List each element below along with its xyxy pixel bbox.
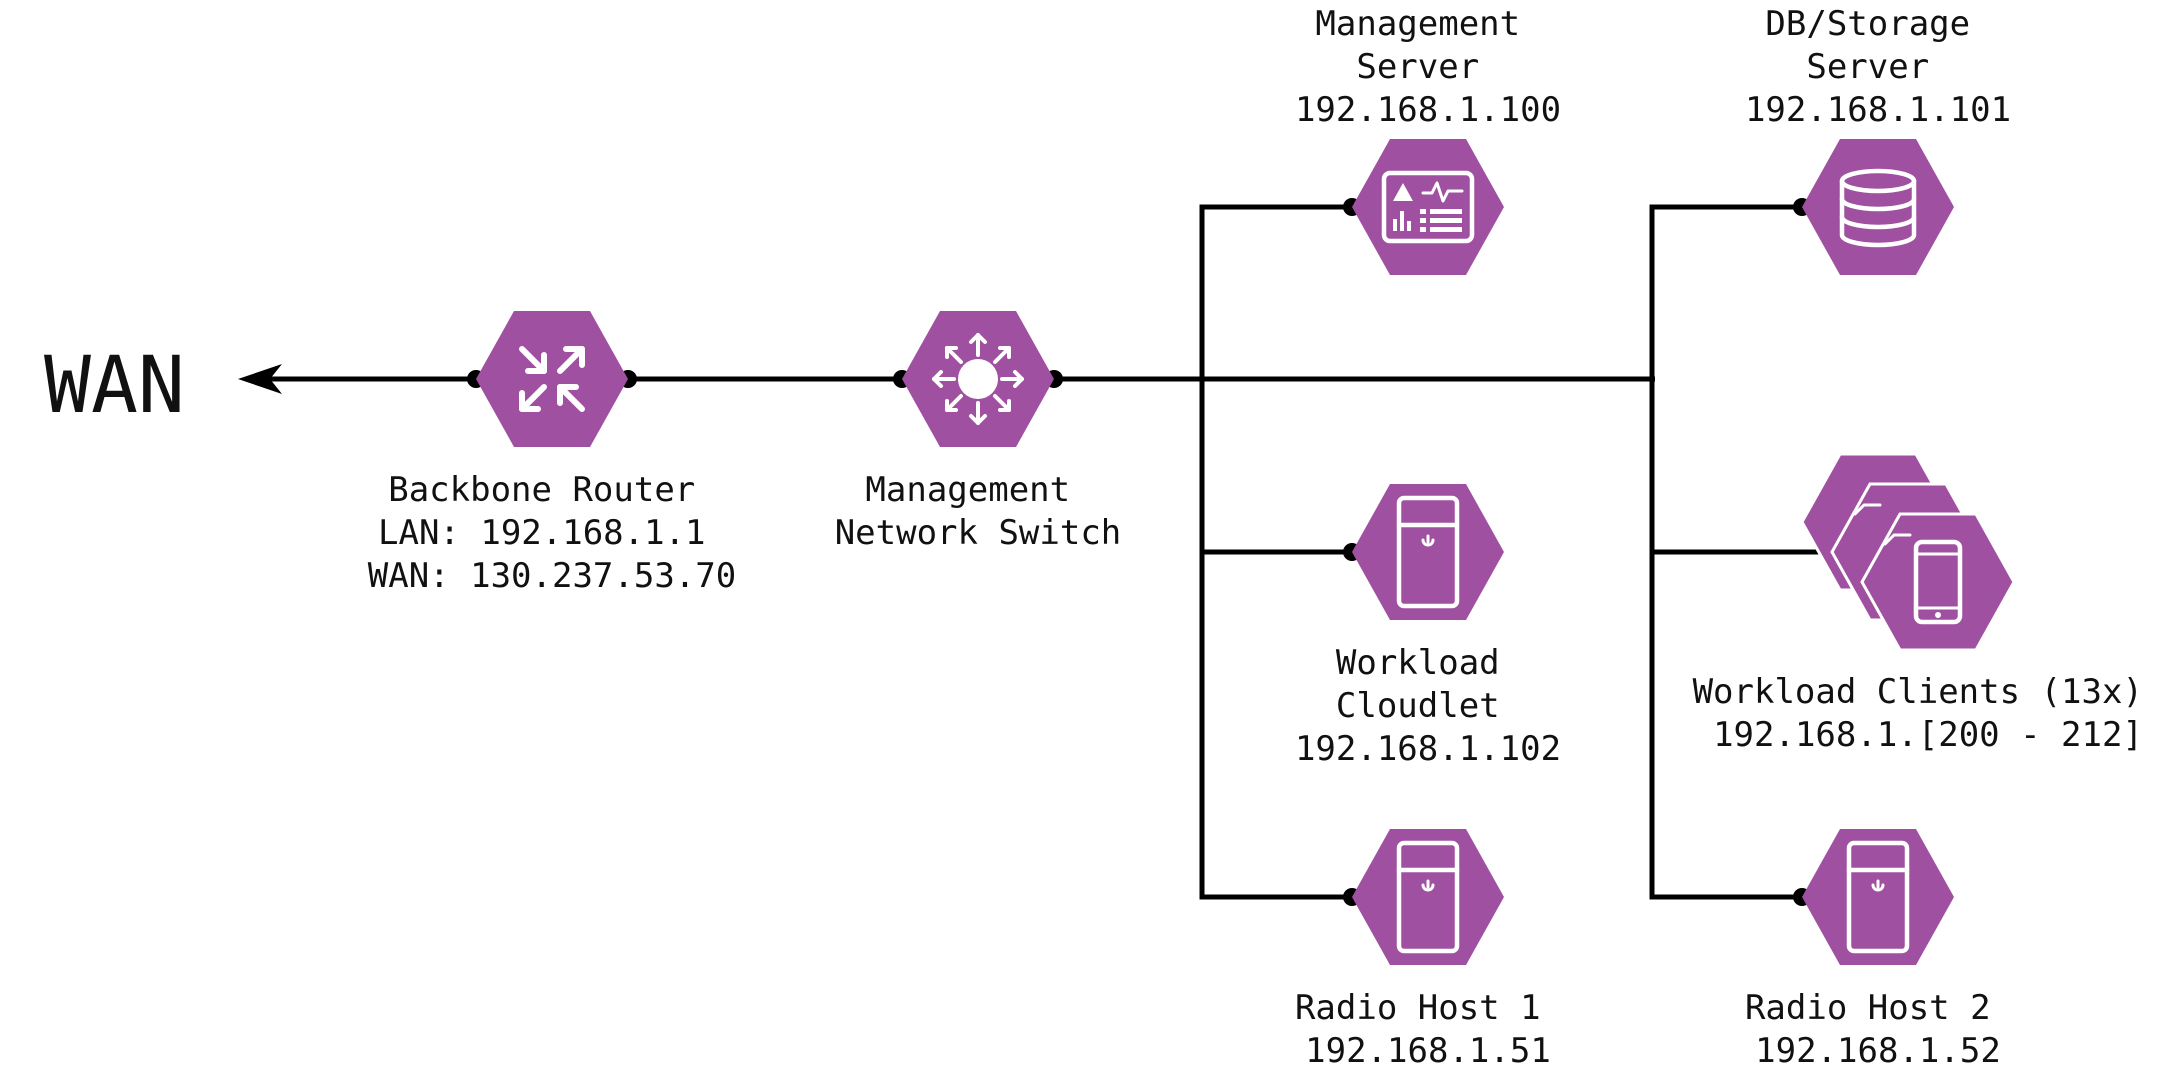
router-icon xyxy=(519,346,585,412)
node-network-switch xyxy=(902,311,1054,447)
node-management-server xyxy=(1352,139,1504,275)
radio-host-2-label: Radio Host 2 192.168.1.52 xyxy=(1745,988,2011,1071)
wan-link xyxy=(238,364,476,394)
clients-label: Workload Clients (13x) 192.168.1.[200 - … xyxy=(1693,672,2164,755)
router-label: Backbone Router LAN: 192.168.1.1 WAN: 13… xyxy=(368,470,736,596)
node-radio-host-1 xyxy=(1352,829,1504,965)
dashboard-icon xyxy=(1381,170,1475,244)
node-backbone-router xyxy=(476,311,628,447)
switch-label: Management Network Switch xyxy=(835,470,1122,553)
arrow-left-icon xyxy=(238,364,282,394)
mgmt-server-label: Management Server 192.168.1.100 xyxy=(1295,4,1561,130)
mobile-phone-icon xyxy=(1913,539,1963,625)
db-server-label: DB/Storage Server 192.168.1.101 xyxy=(1745,4,2011,130)
client-hex-front xyxy=(1860,512,2016,652)
cloudlet-label: Workload Cloudlet 192.168.1.102 xyxy=(1295,643,1561,769)
node-radio-host-2 xyxy=(1802,829,1954,965)
node-db-storage-server xyxy=(1802,139,1954,275)
radio-host-1-label: Radio Host 1 192.168.1.51 xyxy=(1295,988,1561,1071)
switch-icon xyxy=(932,333,1024,425)
database-icon xyxy=(1839,168,1917,248)
node-workload-clients xyxy=(1800,452,2016,652)
node-workload-cloudlet xyxy=(1352,484,1504,620)
wan-label: WAN xyxy=(44,341,185,431)
backbone-wires xyxy=(626,204,1835,900)
